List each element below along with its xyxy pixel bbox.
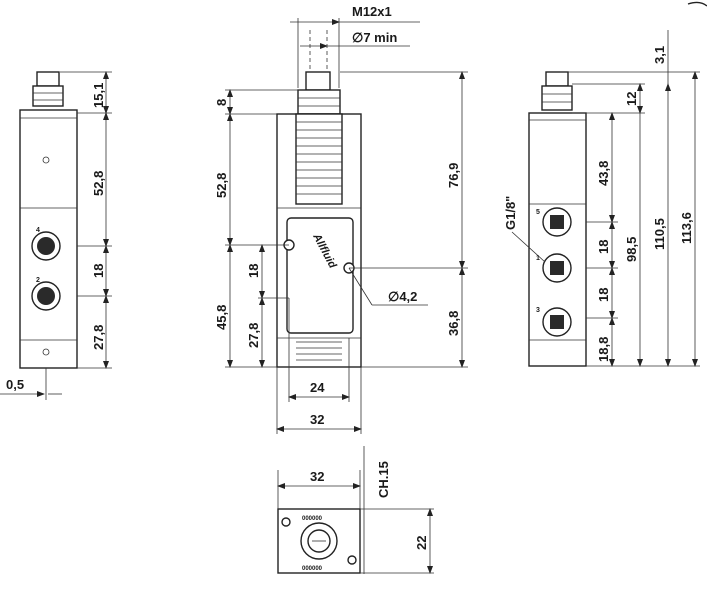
svg-text:000000: 000000 (302, 566, 323, 572)
front-dim-27-8: 27,8 (246, 323, 261, 348)
front-brand-plate (286, 217, 354, 334)
left-connector (36, 71, 60, 87)
right-dim-113-6: 113,6 (679, 212, 694, 244)
front-dim-36-8: 36,8 (446, 311, 461, 336)
right-dim-110-5: 110,5 (652, 218, 667, 250)
right-port-3: 3 (536, 307, 572, 337)
left-port-4: 4 (31, 227, 61, 261)
right-dim-3-1: 3,1 (652, 46, 667, 64)
front-dim-24: 24 (310, 380, 325, 395)
front-dim-45-8: 45,8 (214, 305, 229, 330)
left-dim-0-5: 0,5 (6, 377, 24, 392)
front-dim-18: 18 (246, 264, 261, 278)
right-port-1: 1 (536, 253, 572, 283)
front-dim-52-8: 52,8 (214, 173, 229, 198)
svg-text:1: 1 (536, 255, 540, 262)
right-port-5: 5 (536, 207, 572, 237)
right-dim-12: 12 (624, 92, 639, 106)
left-port-2: 2 (31, 277, 61, 311)
bottom-view: 000000 000000 32 CH.15 22 (277, 446, 434, 574)
front-connector-nut (297, 89, 341, 115)
front-connector (305, 71, 331, 91)
right-connector (545, 71, 569, 87)
left-dim-15-1: 15,1 (91, 83, 106, 108)
front-view: Allfluid ∅4,2 M12x1 ∅7 min 8 52,8 45,8 1… (214, 4, 468, 434)
right-dim-18-8: 18,8 (596, 337, 611, 362)
right-connector-nut (541, 85, 573, 111)
right-dim-43-8: 43,8 (596, 161, 611, 186)
bottom-wrench-size: CH.15 (376, 461, 391, 498)
left-dim-18: 18 (91, 264, 106, 278)
right-port-thread-label: G1/8" (503, 196, 518, 230)
right-dim-98-5: 98,5 (624, 237, 639, 262)
bottom-dim-22: 22 (414, 536, 429, 550)
front-dim-8: 8 (214, 99, 229, 106)
left-connector-nut (32, 85, 64, 107)
front-dim-76-9: 76,9 (446, 163, 461, 188)
front-thread-label: M12x1 (352, 4, 392, 19)
left-side-view: 4 2 15,1 52,8 18 27,8 0,5 (0, 71, 112, 400)
left-dim-27-8: 27,8 (91, 325, 106, 350)
front-hole-diameter: ∅4,2 (388, 289, 417, 304)
left-dim-52-8: 52,8 (91, 171, 106, 196)
right-dim-18-b: 18 (596, 288, 611, 302)
bottom-dim-32: 32 (310, 469, 324, 484)
svg-text:3: 3 (536, 307, 540, 314)
front-dim-32: 32 (310, 412, 324, 427)
right-dim-18-a: 18 (596, 240, 611, 254)
svg-text:2: 2 (36, 277, 40, 284)
svg-text:4: 4 (36, 227, 40, 234)
svg-text:000000: 000000 (302, 516, 323, 522)
right-side-view: 5 1 3 G1/8" 43,8 18 18 18,8 12 (503, 1, 707, 367)
front-min-diameter-label: ∅7 min (352, 30, 397, 45)
svg-text:5: 5 (536, 209, 540, 216)
